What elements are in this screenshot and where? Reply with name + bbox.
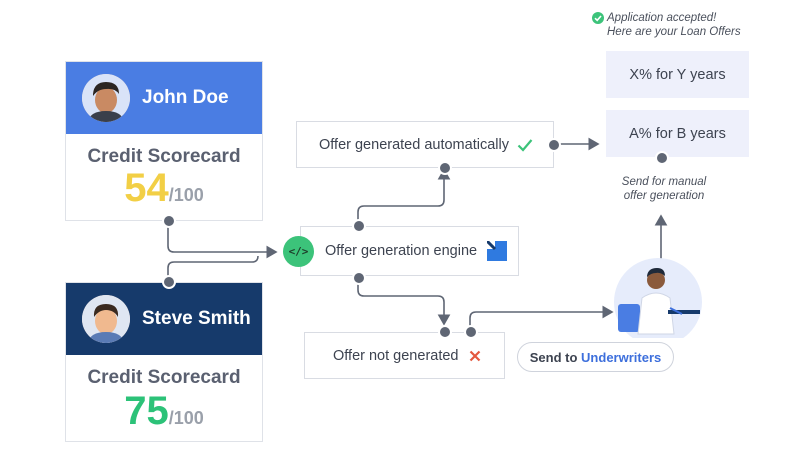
send-target: Underwriters — [581, 349, 662, 365]
score-title-steve: Credit Scorecard — [87, 367, 241, 388]
applicant-header-john: John Doe — [66, 62, 262, 134]
avatar-john — [82, 74, 130, 122]
person-avatar-icon — [82, 74, 130, 122]
not-generated-left-dot — [438, 325, 452, 339]
score-denominator-john: /100 — [168, 185, 204, 205]
connector-engine-to-auto — [357, 168, 451, 225]
engine-bottom-dot — [352, 271, 366, 285]
loan-offer-2: A% for B years — [606, 110, 749, 157]
applicant-name-john: John Doe — [142, 87, 229, 108]
engine-box: Offer generation engine — [300, 226, 519, 276]
connector-steve-to-engine — [167, 255, 259, 282]
connector-engine-to-not-generated — [357, 277, 451, 326]
applicant-card-steve: Steve Smith Credit Scorecard 75/100 — [65, 282, 263, 442]
score-value-john: 54 — [124, 166, 169, 210]
score-value-steve: 75 — [124, 389, 169, 433]
underwriter-illustration — [614, 258, 702, 338]
check-icon — [517, 138, 533, 152]
send-to-underwriters[interactable]: Send to Underwriters — [517, 342, 674, 372]
acceptance-line1: Application accepted! — [607, 12, 717, 24]
acceptance-line2: Here are your Loan Offers — [607, 26, 741, 38]
john-connector-dot — [162, 214, 176, 228]
engine-logo-icon — [487, 241, 508, 261]
offer-not-generated-box: Offer not generated — [304, 332, 505, 379]
applicant-card-john: John Doe Credit Scorecard 54/100 — [65, 61, 263, 221]
manual-note-line1: Send for manual — [621, 176, 707, 188]
applicant-header-steve: Steve Smith — [66, 283, 262, 355]
score-title-john: Credit Scorecard — [87, 146, 241, 167]
connector-not-generated-to-underwriter — [469, 305, 614, 332]
auto-connector-dot — [438, 161, 452, 175]
cross-icon — [469, 350, 480, 361]
score-denominator-steve: /100 — [168, 408, 204, 428]
avatar-steve — [82, 295, 130, 343]
person-avatar-icon — [82, 295, 130, 343]
auto-right-dot — [547, 138, 561, 152]
code-icon: </> — [283, 236, 314, 267]
offer-connector-dot — [655, 151, 669, 165]
not-generated-right-dot — [464, 325, 478, 339]
score-line-john: 54/100 — [66, 166, 262, 211]
engine-label: Offer generation engine — [325, 243, 478, 259]
offer-auto-box: Offer generated automatically — [296, 121, 554, 168]
offer-auto-label: Offer generated automatically — [319, 136, 509, 153]
check-circle-icon — [592, 12, 604, 24]
score-line-steve: 75/100 — [66, 389, 262, 434]
applicant-name-steve: Steve Smith — [142, 308, 251, 329]
connector-john-to-engine — [167, 220, 278, 259]
manual-note-line2: offer generation — [623, 190, 705, 202]
steve-connector-dot — [162, 275, 176, 289]
loan-offer-1: X% for Y years — [606, 51, 749, 98]
engine-top-dot — [352, 219, 366, 233]
offer-not-generated-label: Offer not generated — [333, 347, 459, 364]
send-prefix: Send to — [529, 349, 578, 365]
